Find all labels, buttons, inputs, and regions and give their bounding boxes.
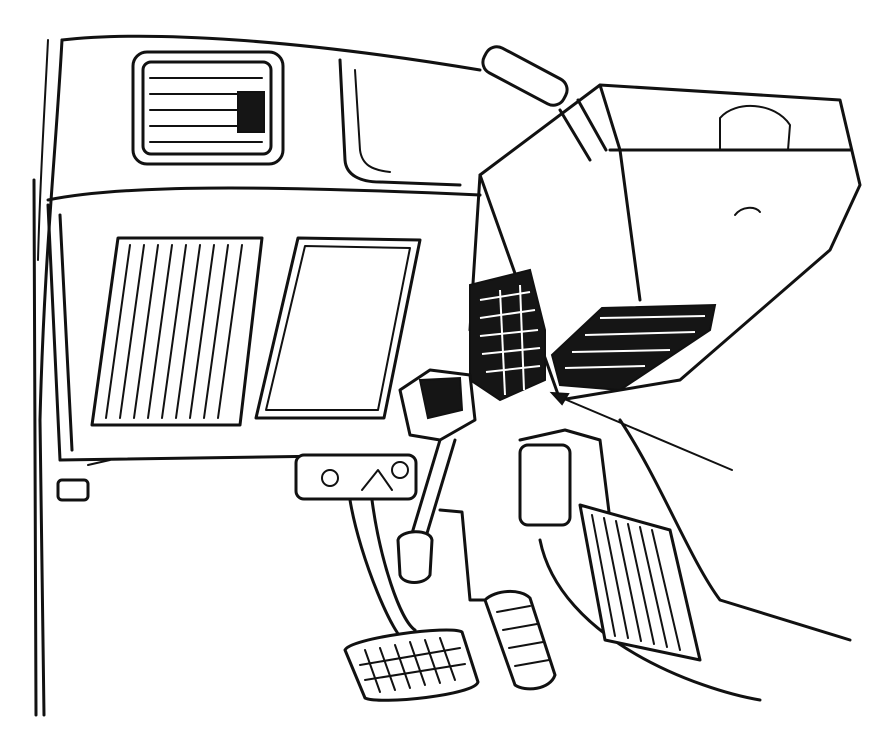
pedal-arms	[348, 438, 492, 642]
dashboard-upper	[46, 34, 482, 202]
speaker-grille-left	[90, 236, 264, 427]
speaker-grille-right	[578, 503, 702, 662]
grab-handle	[481, 45, 608, 162]
relay-cluster	[469, 268, 546, 402]
control-module	[550, 303, 717, 392]
upper-air-vent	[131, 50, 285, 166]
a-pillar	[32, 38, 64, 717]
access-panel-opening	[254, 236, 422, 420]
brake-pedal	[343, 628, 480, 702]
kick-panel-bracket	[56, 459, 111, 502]
steering-column-bracket	[294, 368, 477, 501]
floor-tunnel	[518, 418, 852, 702]
leader-line	[549, 391, 733, 471]
glove-box-housing	[468, 83, 862, 402]
lower-dash-panel	[46, 203, 402, 462]
accelerator-pedal	[483, 590, 557, 691]
